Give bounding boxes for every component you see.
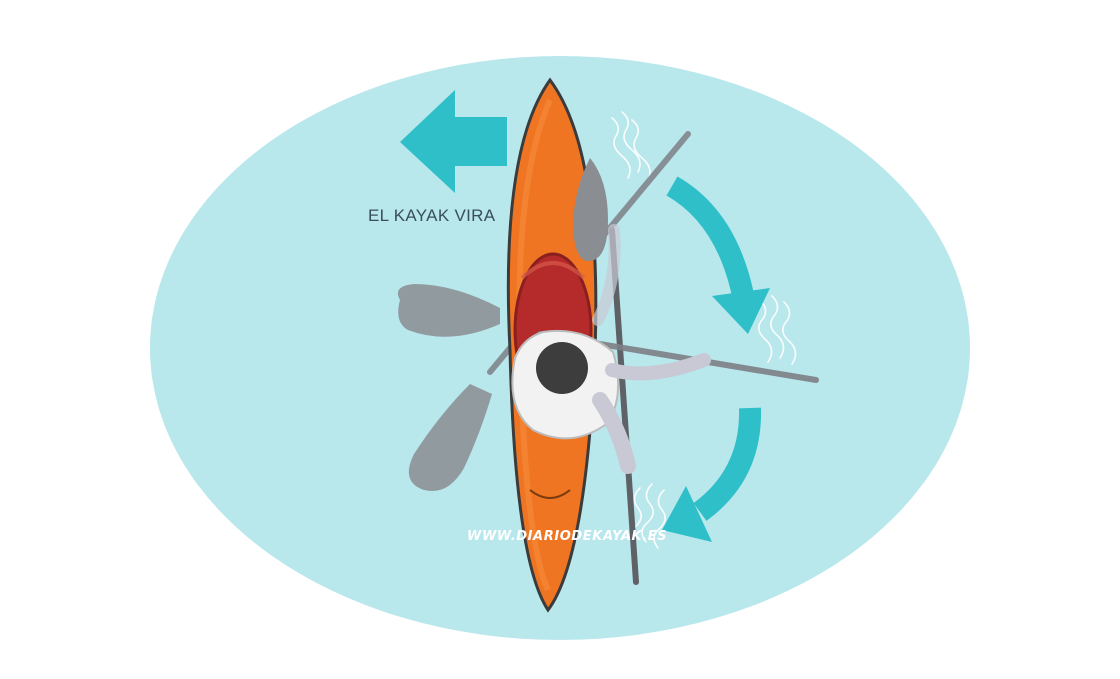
arrow-left-icon <box>400 90 507 193</box>
watermark: WWW.DIARIODEKAYAK.ES <box>467 529 668 544</box>
curved-arrow-down-left-icon <box>662 407 762 542</box>
paddler <box>511 224 711 474</box>
helmet <box>536 342 588 394</box>
turn-caption: EL KAYAK VIRA <box>368 206 496 225</box>
curved-arrow-down-icon <box>666 176 770 334</box>
